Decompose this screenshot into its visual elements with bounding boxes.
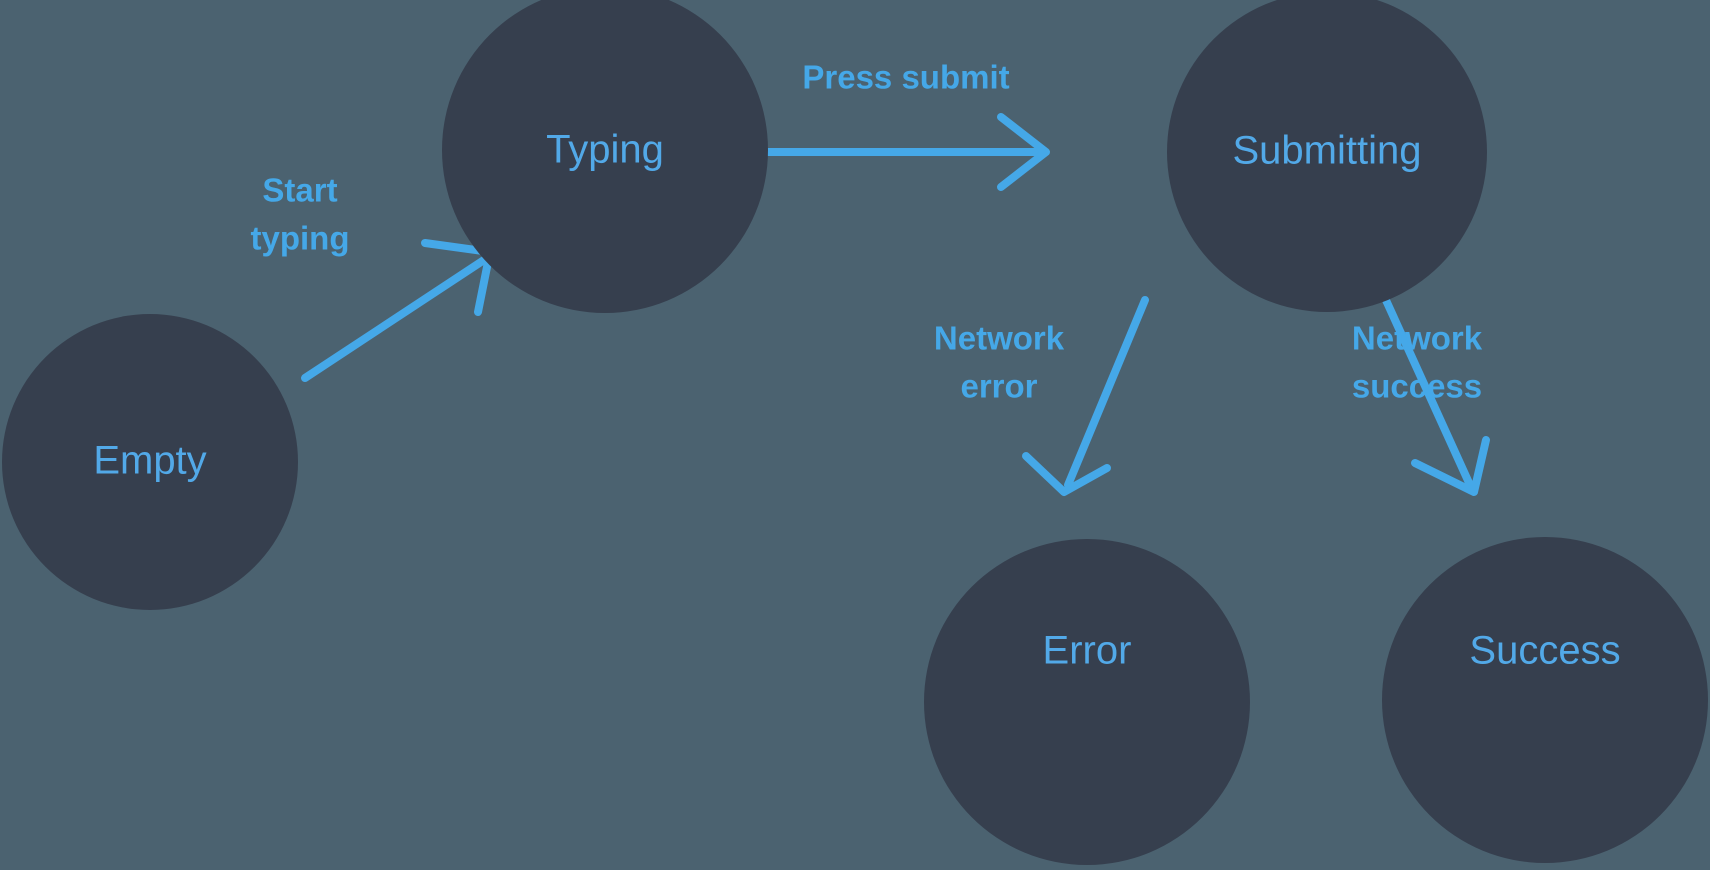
edge-typing-to-submitting: Press submit [762, 59, 1050, 191]
edge-label-network-success-line2: success [1352, 368, 1482, 405]
edge-submitting-to-success: Network success [1352, 294, 1490, 496]
arrowhead-typing-to-submitting [997, 113, 1050, 191]
node-success[interactable]: Success [1382, 537, 1708, 863]
node-circle-error[interactable] [924, 539, 1250, 865]
node-label-typing: Typing [546, 128, 664, 172]
node-circle-submitting[interactable] [1167, 0, 1487, 312]
edge-empty-to-typing: Start typing [251, 172, 494, 382]
node-circle-empty[interactable] [2, 314, 298, 610]
node-submitting[interactable]: Submitting [1167, 0, 1487, 312]
edge-label-press-submit: Press submit [802, 59, 1009, 96]
edge-label-start-typing-line1: Start [262, 172, 337, 209]
edge-label-network-success-line1: Network [1352, 320, 1483, 357]
node-error[interactable]: Error [924, 539, 1250, 865]
node-label-error: Error [1043, 629, 1132, 673]
node-typing[interactable]: Typing [442, 0, 768, 313]
node-label-submitting: Submitting [1233, 129, 1422, 173]
edge-line-submitting-to-error [1064, 296, 1149, 489]
node-circle-typing[interactable] [442, 0, 768, 313]
node-empty[interactable]: Empty [2, 314, 298, 610]
node-label-success: Success [1469, 629, 1620, 673]
node-label-empty: Empty [93, 439, 206, 483]
edge-line-empty-to-typing [301, 254, 491, 382]
edge-submitting-to-error: Network error [934, 296, 1149, 496]
edge-label-start-typing-line2: typing [251, 220, 350, 257]
edge-label-network-error-line1: Network [934, 320, 1065, 357]
edge-label-network-error-line2: error [960, 368, 1037, 405]
node-circle-success[interactable] [1382, 537, 1708, 863]
arrowhead-submitting-to-error [1022, 452, 1111, 496]
edge-line-submitting-to-success [1381, 294, 1474, 489]
arrowhead-submitting-to-success [1411, 436, 1490, 496]
